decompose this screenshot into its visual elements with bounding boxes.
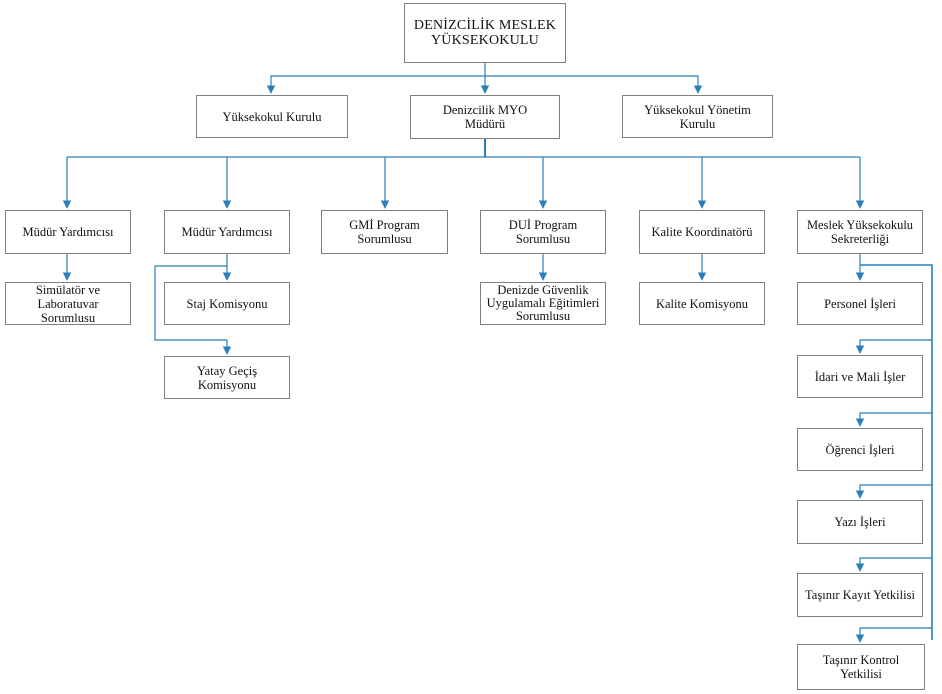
node-kalite-komisyonu: Kalite Komisyonu bbox=[639, 282, 765, 325]
node-yuksekokul-kurulu: Yüksekokul Kurulu bbox=[196, 95, 348, 138]
connector-root-left bbox=[266, 75, 485, 94]
connector-secretariat-bus bbox=[860, 264, 933, 640]
node-ogrenci: Öğrenci İşleri bbox=[797, 428, 923, 471]
connector-to-tasinir-kontrol bbox=[855, 627, 932, 643]
node-simulator: Simülatör ve Laboratuvar Sorumlusu bbox=[5, 282, 131, 325]
node-mudur-yardimcisi-2: Müdür Yardımcısı bbox=[164, 210, 290, 254]
connector-to-idari bbox=[855, 339, 932, 354]
node-root: DENİZCİLİK MESLEK YÜKSEKOKULU bbox=[404, 3, 566, 63]
node-yazi: Yazı İşleri bbox=[797, 500, 923, 544]
node-tasinir-kontrol: Taşınır Kontrol Yetkilisi bbox=[797, 644, 925, 690]
node-mudur: Denizcilik MYO Müdürü bbox=[410, 95, 560, 139]
connector-to-yatay bbox=[154, 265, 232, 355]
node-tasinir-kayit: Taşınır Kayıt Yetkilisi bbox=[797, 573, 923, 617]
node-personel: Personel İşleri bbox=[797, 282, 923, 325]
node-yatay-gecis: Yatay Geçiş Komisyonu bbox=[164, 356, 290, 399]
connector-to-ogrenci bbox=[855, 412, 932, 427]
node-kalite-koordinatoru: Kalite Koordinatörü bbox=[639, 210, 765, 254]
node-idari-mali: İdari ve Mali İşler bbox=[797, 355, 923, 398]
node-staj: Staj Komisyonu bbox=[164, 282, 290, 325]
node-mudur-yardimcisi-1: Müdür Yardımcısı bbox=[5, 210, 131, 254]
node-sekreterlik: Meslek Yüksekokulu Sekreterliği bbox=[797, 210, 923, 254]
connector-to-yazi bbox=[855, 484, 932, 499]
connector-root-right bbox=[485, 75, 703, 94]
connector-to-tasinir-kayit bbox=[855, 557, 932, 572]
node-dui: DUİ Program Sorumlusu bbox=[480, 210, 606, 254]
node-denizde-guvenlik: Denizde Güvenlik Uygulamalı Eğitimleri S… bbox=[480, 282, 606, 325]
node-yonetim-kurulu: Yüksekokul Yönetim Kurulu bbox=[622, 95, 773, 138]
node-gmi: GMİ Program Sorumlusu bbox=[321, 210, 448, 254]
